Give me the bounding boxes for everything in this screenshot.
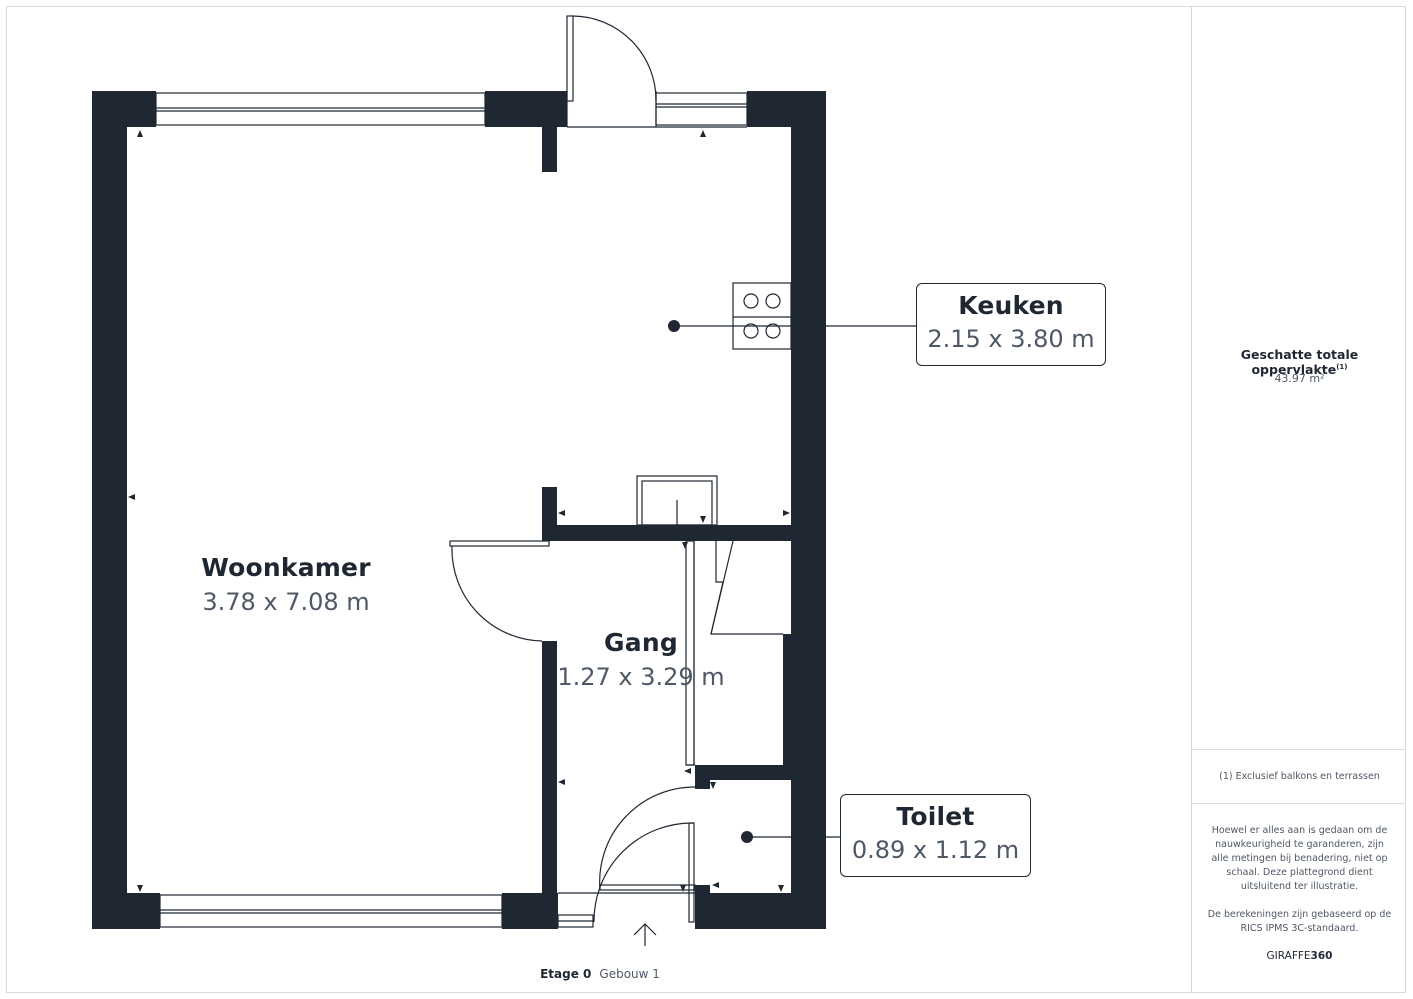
page-frame: [6, 6, 1406, 993]
floor-building: Gebouw 1: [599, 967, 660, 981]
room-name-toilet: Toilet: [896, 802, 975, 831]
wall-stub-top: [542, 127, 557, 172]
room-dimensions-keuken: 2.15 x 3.80 m: [927, 325, 1095, 353]
wall-toilet-top: [695, 765, 791, 780]
wall-left: [92, 91, 127, 929]
room-name-gang: Gang: [604, 628, 678, 657]
door-top-leaf: [566, 15, 574, 102]
wall-right: [791, 91, 826, 929]
door-toilet-leaf: [688, 822, 695, 923]
wall-bottom-left: [92, 893, 160, 929]
wall-toilet-left-bottom: [695, 885, 710, 929]
room-label-toilet: Toilet 0.89 x 1.12 m: [840, 794, 1031, 877]
wall-top-middle: [485, 91, 567, 127]
disclaimer: Hoewel er alles aan is gedaan om de nauw…: [1206, 824, 1393, 950]
room-label-woonkamer: Woonkamer 3.78 x 7.08 m: [176, 553, 396, 616]
info-sidebar: Geschatte totale oppervlakte(1) 43.97 m²…: [1191, 6, 1406, 993]
sidebar-divider-2: [1192, 803, 1406, 804]
sidebar-divider-1: [1192, 749, 1406, 750]
brand-bold: 360: [1310, 950, 1333, 962]
room-dimensions-woonkamer: 3.78 x 7.08 m: [202, 588, 370, 616]
wall-interior-vert-upper: [542, 487, 557, 541]
footnote-balcony: (1) Exclusief balkons en terrassen: [1219, 771, 1380, 782]
room-dimensions-gang: 1.27 x 3.29 m: [557, 663, 725, 691]
brand-logo: GIRAFFE360: [1192, 950, 1407, 962]
room-name-keuken: Keuken: [958, 291, 1064, 320]
door-toilet-swing: [593, 822, 695, 923]
floor-level: Etage 0: [540, 967, 592, 981]
wall-bottom-right: [695, 893, 826, 929]
room-dimensions-toilet: 0.89 x 1.12 m: [851, 836, 1020, 864]
window-top-right: [655, 92, 748, 126]
kitchen-stove: [732, 282, 792, 350]
brand-light: GIRAFFE: [1266, 950, 1311, 962]
room-name-woonkamer: Woonkamer: [201, 553, 371, 582]
wall-toilet-left: [695, 765, 710, 789]
total-area-footnote-marker: (1): [1336, 362, 1348, 371]
disclaimer-standard: De berekeningen zijn gebaseerd op de RIC…: [1207, 909, 1392, 934]
door-woonkamer-swing: [451, 545, 543, 642]
door-entrance-swing: [599, 786, 696, 891]
total-area-title-text: Geschatte totale oppervlakte: [1240, 347, 1359, 377]
room-dot-toilet: [741, 831, 753, 843]
floor-plan: [92, 15, 916, 946]
wall-keuken-gang: [542, 525, 791, 541]
wall-woonkamer-gang: [542, 641, 557, 929]
wall-gang-right: [783, 634, 791, 765]
room-label-gang: Gang 1.27 x 3.29 m: [536, 628, 746, 691]
door-top-swing: [572, 15, 657, 101]
room-label-keuken: Keuken 2.15 x 3.80 m: [916, 283, 1106, 366]
window-bottom-left: [159, 894, 503, 928]
floor-caption: Etage 0 Gebouw 1: [500, 967, 700, 981]
room-dot-keuken: [668, 320, 680, 332]
window-top-left: [155, 92, 486, 126]
door-woonkamer-leaf: [449, 540, 550, 547]
disclaimer-accuracy: Hoewel er alles aan is gedaan om de nauw…: [1211, 825, 1388, 892]
total-area-value: 43.97 m²: [1274, 372, 1325, 385]
total-area-title: Geschatte totale oppervlakte(1): [1192, 347, 1407, 377]
